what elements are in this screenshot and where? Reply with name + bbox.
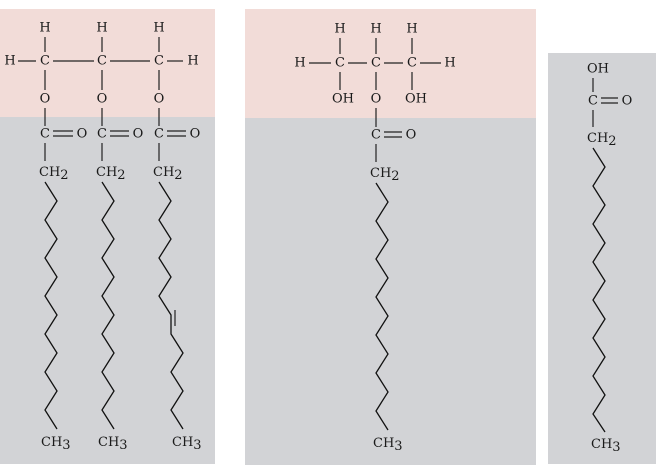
atom-o: O <box>406 128 417 143</box>
hydroxyl-group: OH <box>587 62 609 77</box>
atom-c: C <box>154 54 164 69</box>
atom-h: H <box>4 54 15 69</box>
ch3-group: CH3 <box>41 435 71 453</box>
atom-o: O <box>622 94 633 109</box>
atom-h: H <box>370 22 381 37</box>
ch2-group: CH2 <box>96 165 126 183</box>
atom-c: C <box>154 127 164 142</box>
glycerol-backbone-region <box>0 9 215 117</box>
atom-o: O <box>371 92 382 107</box>
fatty-acid-region <box>0 117 215 464</box>
atom-c: C <box>97 127 107 142</box>
fatty-acid-chain <box>101 181 115 430</box>
ch3-group: CH3 <box>591 437 621 455</box>
atom-c: C <box>335 56 345 71</box>
atom-c: C <box>371 56 381 71</box>
atom-h: H <box>187 54 198 69</box>
atom-c: C <box>40 54 50 69</box>
atom-c: C <box>371 128 381 143</box>
atom-o: O <box>77 127 88 142</box>
atom-c: C <box>407 56 417 71</box>
ch3-group: CH3 <box>98 435 128 453</box>
atom-c: C <box>40 127 50 142</box>
atom-h: H <box>406 22 417 37</box>
fatty-acid-chain <box>44 181 58 430</box>
atom-c: C <box>97 54 107 69</box>
atom-o: O <box>133 127 144 142</box>
fatty-acid-chain <box>375 182 389 431</box>
fatty-acid-region <box>245 118 536 465</box>
atom-h: H <box>334 22 345 37</box>
atom-h: H <box>153 21 164 36</box>
atom-o: O <box>190 127 201 142</box>
monoglyceride-panel: H H H H C C C H OH O OH C O CH2 CH3 <box>245 9 536 465</box>
atom-o: O <box>97 92 108 107</box>
atom-h: H <box>294 56 305 71</box>
atom-h: H <box>39 21 50 36</box>
atom-h: H <box>96 21 107 36</box>
atom-c: C <box>588 94 598 109</box>
triglyceride-panel: H H H H C C C H O O O C O C O C O CH2 CH… <box>0 9 215 464</box>
ch2-group: CH2 <box>587 131 617 149</box>
ch2-group: CH2 <box>39 165 69 183</box>
hydroxyl-group: OH <box>405 92 427 107</box>
free-fatty-acid-panel: OH C O CH2 CH3 <box>548 53 656 464</box>
atom-o: O <box>154 92 165 107</box>
atom-o: O <box>40 92 51 107</box>
unsaturated-fatty-acid-chain <box>158 181 184 430</box>
hydroxyl-group: OH <box>332 92 354 107</box>
ch2-group: CH2 <box>370 166 400 184</box>
ch3-group: CH3 <box>373 436 403 454</box>
ch3-group: CH3 <box>172 435 202 453</box>
atom-h: H <box>444 56 455 71</box>
fatty-acid-chain <box>592 147 606 433</box>
fatty-acid-region <box>548 53 656 464</box>
ch2-group: CH2 <box>153 165 183 183</box>
